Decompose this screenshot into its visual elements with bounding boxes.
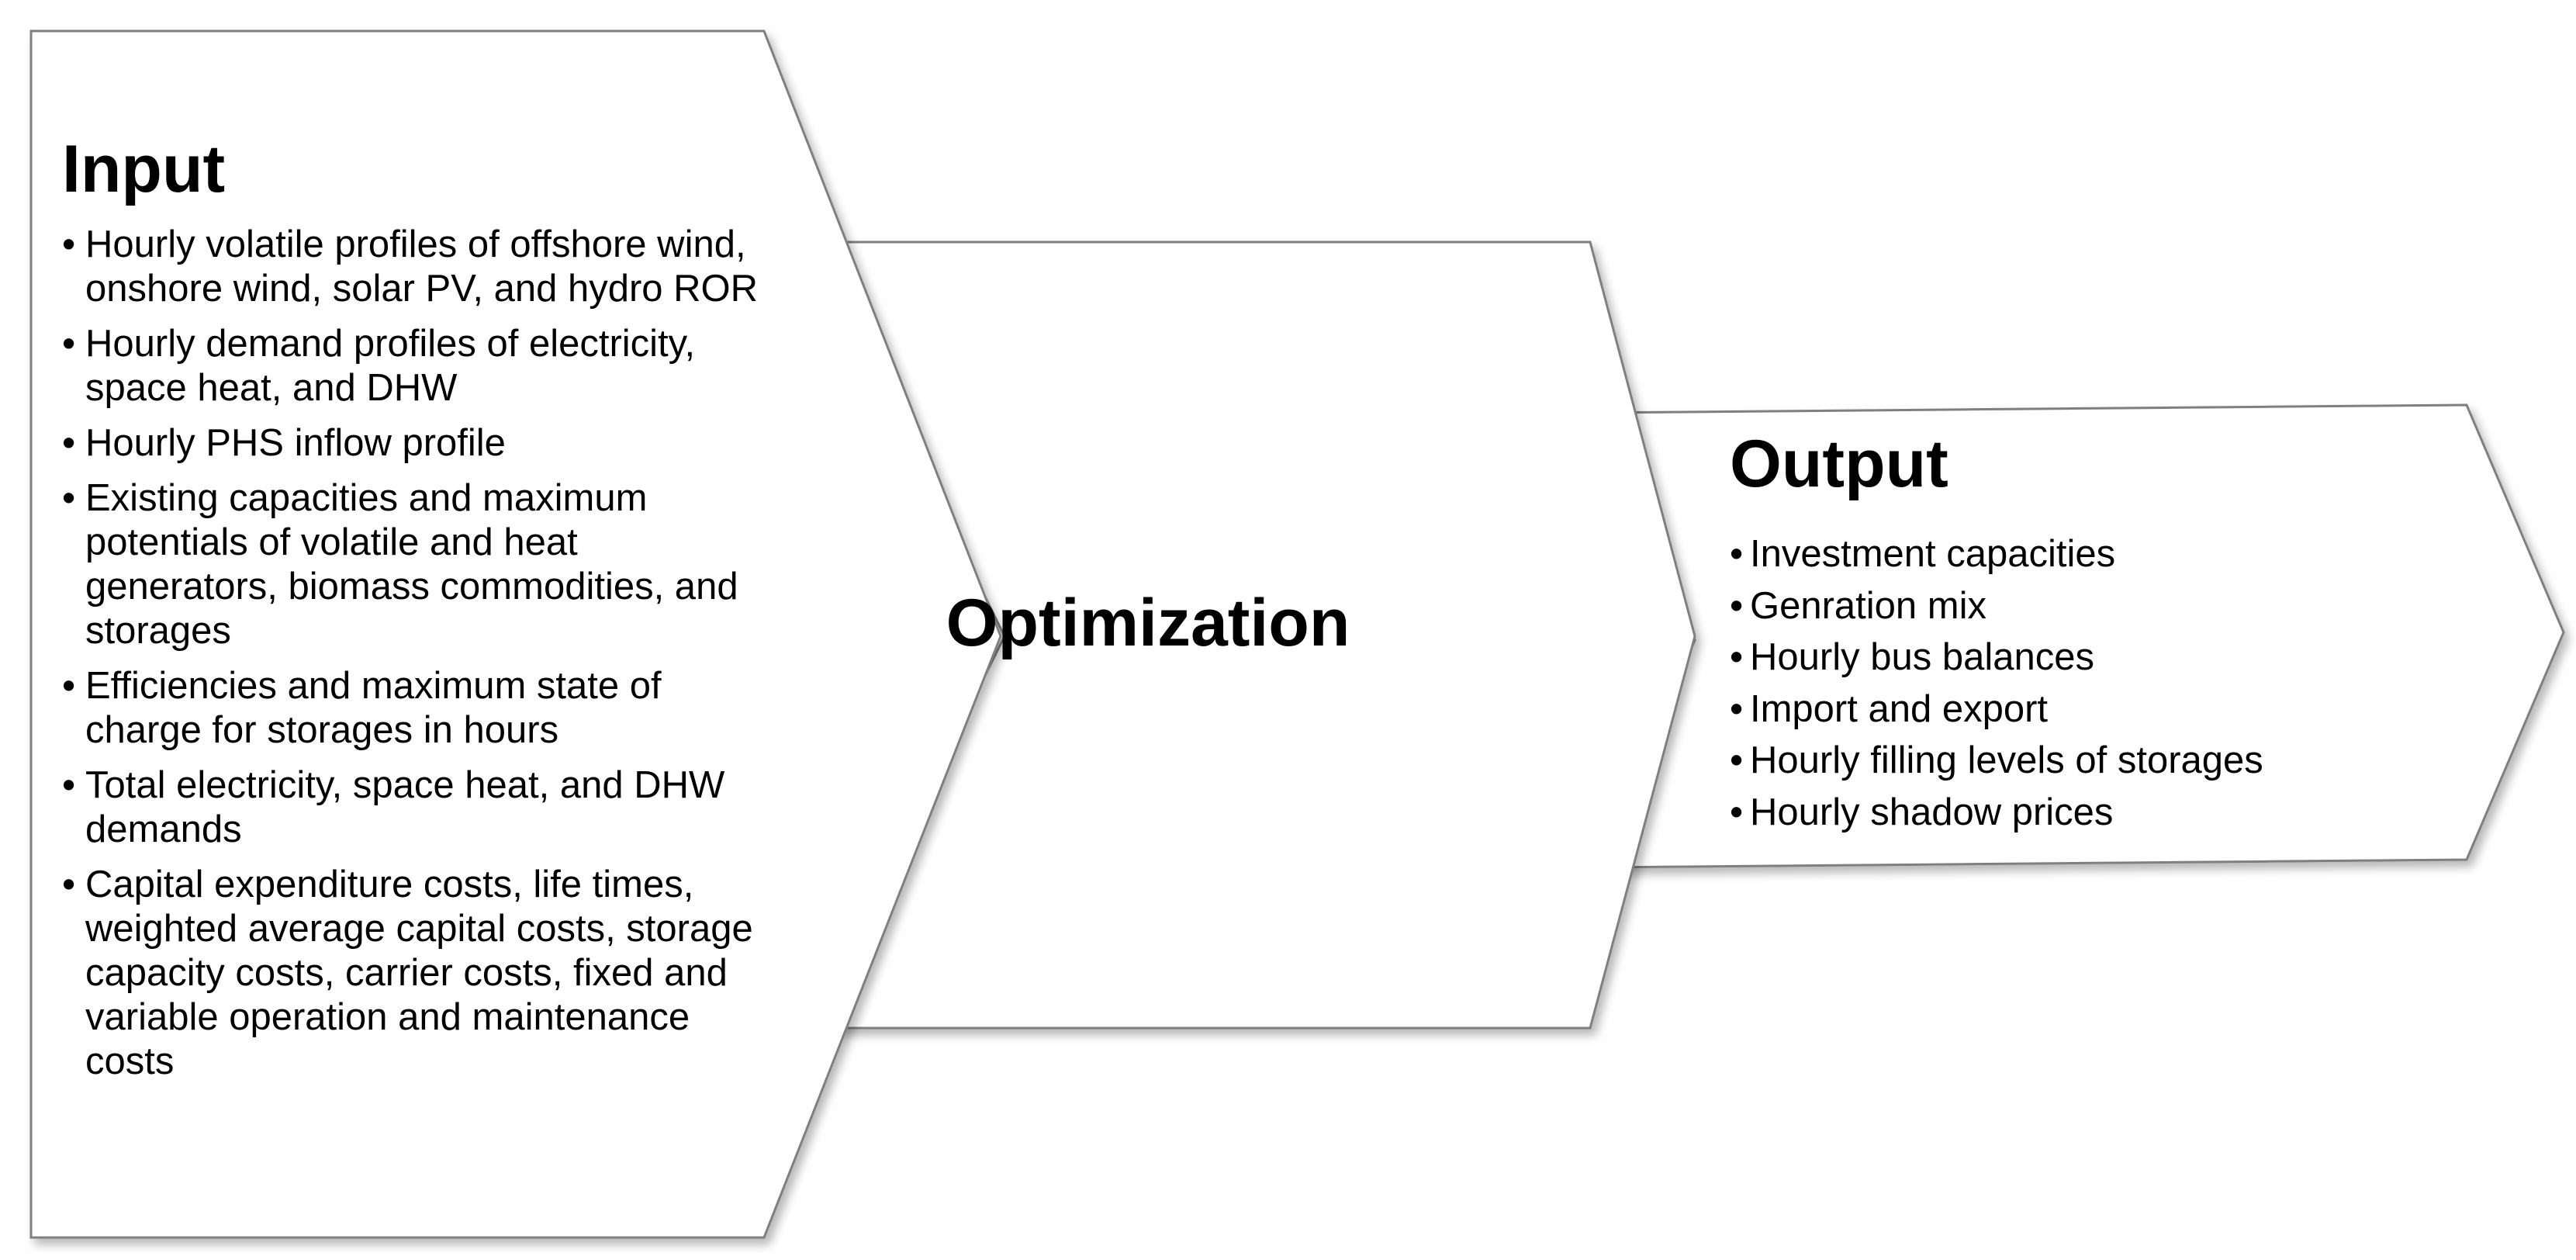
list-item-text: Hourly demand profiles of electricity, s…: [85, 323, 696, 409]
list-item: •Existing capacities and maximum potenti…: [62, 476, 760, 653]
list-item-text: Hourly filling levels of storages: [1750, 739, 2263, 781]
output-panel: Output •Investment capacities •Genration…: [1730, 431, 2397, 838]
output-list: •Investment capacities •Genration mix •H…: [1730, 528, 2397, 838]
input-list: •Hourly volatile profiles of offshore wi…: [62, 223, 760, 1084]
list-item: •Capital expenditure costs, life times, …: [62, 863, 760, 1084]
list-item: •Hourly shadow prices: [1730, 787, 2397, 839]
bullet-icon: •: [62, 864, 76, 905]
list-item: •Import and export: [1730, 684, 2397, 736]
list-item-text: Existing capacities and maximum potentia…: [85, 477, 738, 652]
optimization-title: Optimization: [946, 586, 1350, 660]
list-item: •Efficiencies and maximum state of charg…: [62, 664, 760, 753]
bullet-icon: •: [62, 665, 76, 707]
list-item-text: Efficiencies and maximum state of charge…: [85, 665, 662, 751]
input-chevron: [29, 29, 1002, 1239]
list-item-text: Capital expenditure costs, life times, w…: [85, 864, 753, 1082]
list-item-text: Hourly PHS inflow profile: [85, 422, 506, 464]
input-title: Input: [62, 132, 226, 206]
bullet-icon: •: [62, 764, 76, 806]
list-item-text: Hourly bus balances: [1750, 636, 2094, 678]
list-item: •Genration mix: [1730, 580, 2397, 632]
bullet-icon: •: [1730, 687, 1744, 730]
list-item-text: Hourly volatile profiles of offshore win…: [85, 223, 759, 310]
input-panel: Input •Hourly volatile profiles of offsh…: [62, 136, 760, 1095]
optimization-chevron: [808, 241, 1696, 1030]
list-item-text: Hourly shadow prices: [1750, 791, 2114, 833]
list-item: •Hourly PHS inflow profile: [62, 421, 760, 466]
output-title: Output: [1730, 427, 1948, 501]
bullet-icon: •: [1730, 533, 1744, 575]
bullet-icon: •: [62, 323, 76, 365]
bullet-icon: •: [62, 477, 76, 519]
list-item-text: Investment capacities: [1750, 533, 2116, 575]
list-item: •Hourly bus balances: [1730, 632, 2397, 684]
list-item-text: Import and export: [1750, 687, 2049, 730]
list-item: •Hourly volatile profiles of offshore wi…: [62, 223, 760, 311]
list-item: •Hourly demand profiles of electricity, …: [62, 322, 760, 410]
bullet-icon: •: [1730, 584, 1744, 627]
list-item: •Hourly filling levels of storages: [1730, 735, 2397, 787]
bullet-icon: •: [62, 223, 76, 265]
bullet-icon: •: [1730, 636, 1744, 678]
list-item: •Total electricity, space heat, and DHW …: [62, 763, 760, 852]
list-item-text: Genration mix: [1750, 584, 1987, 627]
list-item-text: Total electricity, space heat, and DHW d…: [85, 764, 725, 850]
bullet-icon: •: [1730, 739, 1744, 781]
bullet-icon: •: [1730, 791, 1744, 833]
bullet-icon: •: [62, 422, 76, 464]
list-item: •Investment capacities: [1730, 528, 2397, 580]
